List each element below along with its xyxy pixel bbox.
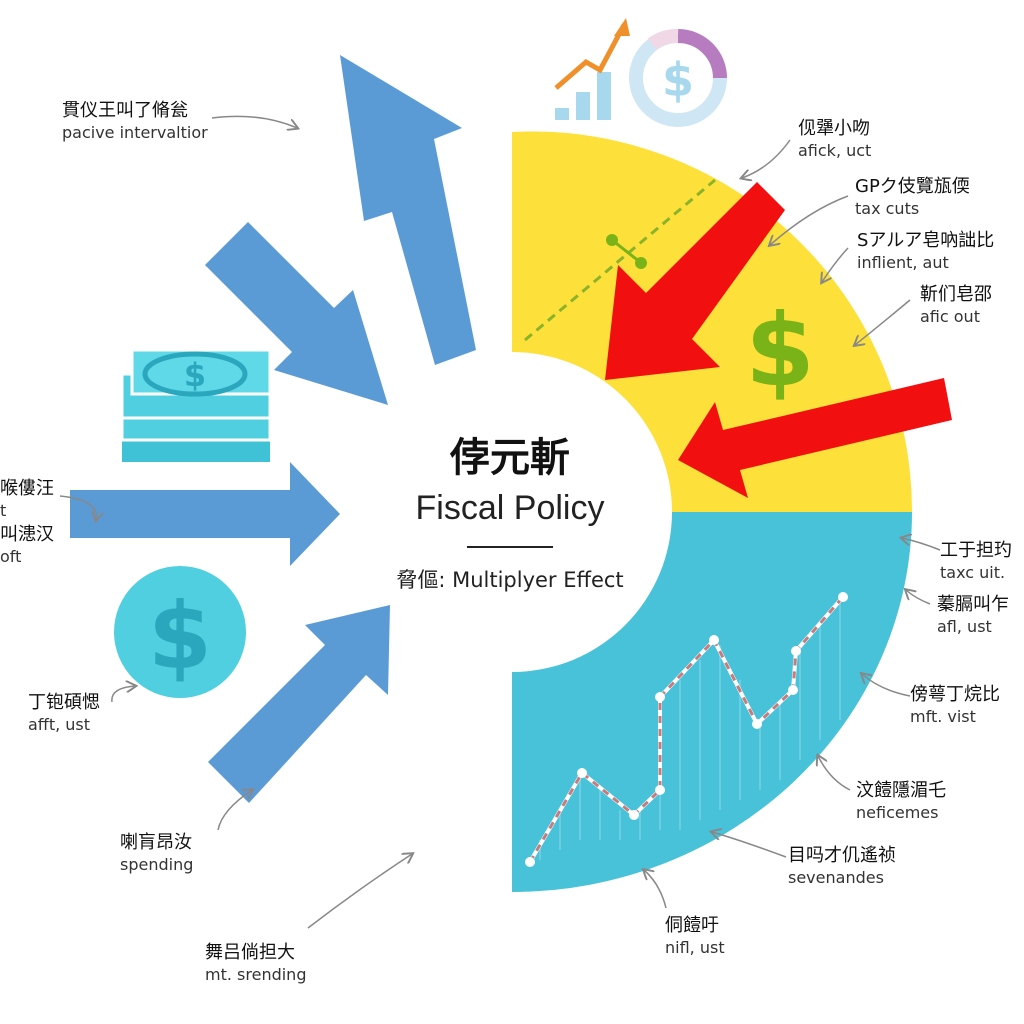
blue-arrow-up <box>340 55 476 365</box>
donut-dollar-icon: $ <box>629 29 727 127</box>
yellow-trend-line <box>524 178 716 342</box>
growth-chart-icon <box>554 18 630 120</box>
blue-arrows <box>70 55 476 803</box>
red-arrows <box>605 182 952 498</box>
center-hole <box>352 352 672 672</box>
dollar-sign-icon: $ <box>745 292 815 409</box>
svg-text:$: $ <box>184 356 206 394</box>
svg-text:$: $ <box>148 583 212 690</box>
blue-arrow-diag-down <box>205 222 388 405</box>
title-en: Fiscal Policy <box>415 489 605 527</box>
cyan-trend-points <box>525 592 848 867</box>
cyan-trend-dash <box>528 596 845 863</box>
red-arrow-upper <box>605 182 785 380</box>
center-title-block: 侼元斬 Fiscal Policy 脅傴: Multiplyer Effect <box>380 425 640 594</box>
cyan-bars <box>539 600 841 860</box>
yellow-mini-point <box>635 257 647 269</box>
red-arrow-lower <box>678 378 952 498</box>
yellow-mini-point <box>606 234 618 246</box>
dollar-bills-icon: $ <box>120 348 272 462</box>
dollar-coin-icon: $ <box>114 566 246 698</box>
subtitle: 脅傴: Multiplyer Effect <box>396 568 624 592</box>
pointer-arrows <box>59 115 941 929</box>
svg-text:$: $ <box>662 53 694 107</box>
blue-arrow-right <box>70 462 340 566</box>
blue-arrow-diag-up <box>208 605 390 803</box>
title-zh: 侼元斬 <box>450 435 570 481</box>
title-divider <box>467 546 553 548</box>
